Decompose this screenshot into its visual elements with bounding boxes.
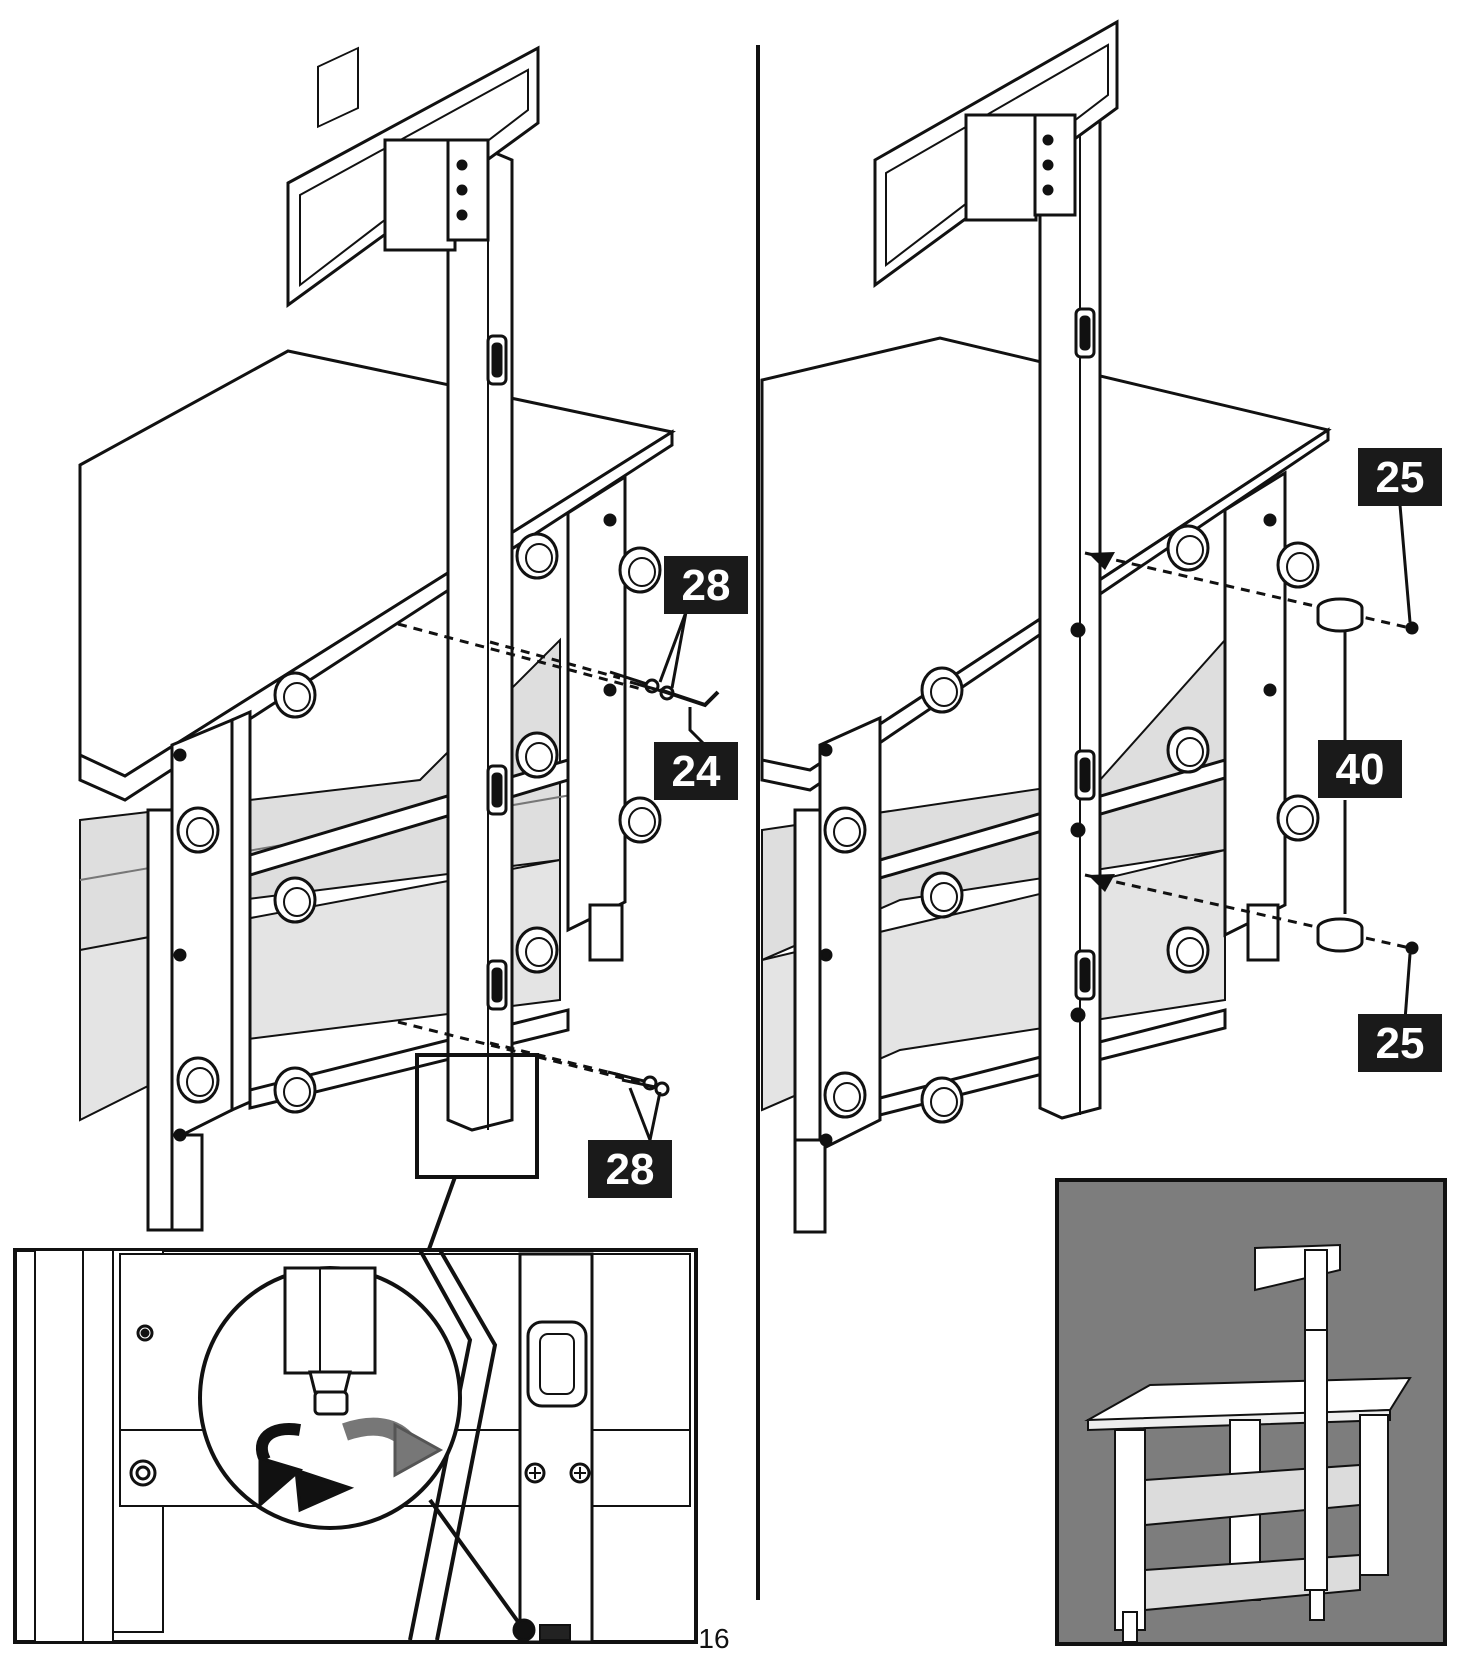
left-step-illustration bbox=[78, 45, 676, 1232]
label-25-top-text: 25 bbox=[1376, 453, 1425, 502]
zoom-connector bbox=[426, 1176, 457, 1253]
label-28-bottom-text: 28 bbox=[606, 1145, 655, 1194]
leader-lines-left bbox=[628, 611, 707, 1141]
bolts-left bbox=[607, 670, 720, 1097]
label-25-bottom-text: 25 bbox=[1376, 1019, 1425, 1068]
label-25-top: 25 bbox=[1358, 448, 1442, 506]
arrows-right bbox=[1088, 552, 1115, 892]
label-28-bottom: 28 bbox=[588, 1140, 672, 1198]
leader-lines-right bbox=[1343, 504, 1412, 1021]
label-40-text: 40 bbox=[1336, 745, 1385, 794]
right-step-illustration bbox=[760, 19, 1332, 1234]
completed-assembly-inset bbox=[1055, 1178, 1447, 1646]
label-25-bottom: 25 bbox=[1358, 1014, 1442, 1072]
page-number: 16 bbox=[698, 1623, 729, 1654]
caps-and-screws-right bbox=[1316, 597, 1419, 955]
label-28-top: 28 bbox=[664, 556, 748, 614]
label-28-top-text: 28 bbox=[682, 561, 731, 610]
detail-inset bbox=[13, 1248, 698, 1644]
label-24-text: 24 bbox=[672, 747, 721, 796]
zoom-frame bbox=[415, 1053, 539, 1179]
label-24: 24 bbox=[654, 742, 738, 800]
label-40: 40 bbox=[1318, 740, 1402, 798]
